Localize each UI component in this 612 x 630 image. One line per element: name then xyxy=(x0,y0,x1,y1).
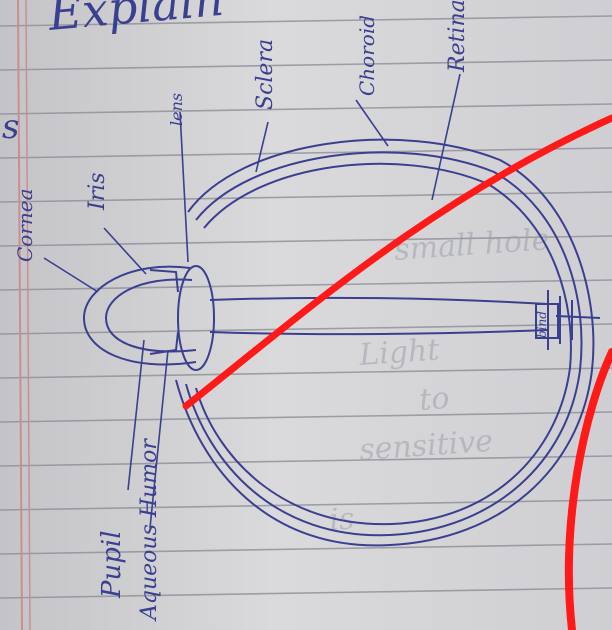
faint-text-3: to xyxy=(418,381,450,418)
ruled-line xyxy=(0,59,612,71)
blind-spot-box xyxy=(535,303,559,339)
faint-text-2: Light xyxy=(357,332,441,373)
optic-nerve xyxy=(547,290,601,350)
cornea-inner xyxy=(104,278,197,353)
margin-letter: s xyxy=(2,107,19,147)
ruled-line xyxy=(0,15,612,27)
lens-shape xyxy=(177,265,215,371)
heading-text: Explain xyxy=(45,0,225,41)
optic-axis-bottom xyxy=(209,329,549,336)
margin-line-2 xyxy=(25,0,31,630)
label-cornea: Cornea xyxy=(13,188,37,262)
ruled-lines xyxy=(0,15,612,599)
red-curve-line xyxy=(564,348,612,630)
blind-spot-label: bind xyxy=(535,311,549,338)
iris-shape xyxy=(149,269,179,355)
label-retina: Retina xyxy=(445,0,470,73)
label-aqueous-humor: Aqueous Humor xyxy=(137,438,162,622)
ruled-line xyxy=(0,147,612,159)
optic-axis-top xyxy=(209,296,549,305)
label-sclera: Sclera xyxy=(253,39,278,110)
label-iris: Iris xyxy=(85,172,110,211)
ruled-line xyxy=(0,323,612,335)
ruled-line xyxy=(0,411,612,423)
ruled-line xyxy=(0,543,612,555)
cornea-outline xyxy=(82,265,197,366)
red-annotation xyxy=(182,114,612,630)
faint-text-4: sensitive xyxy=(358,424,494,468)
label-pupil: Pupil xyxy=(97,530,127,599)
eyeball xyxy=(82,138,601,547)
label-choroid: Choroid xyxy=(355,15,379,96)
ruled-line xyxy=(0,367,612,379)
ruled-line xyxy=(0,103,612,115)
label-lens: lens xyxy=(167,93,186,126)
ruled-line xyxy=(0,279,612,291)
ruled-line xyxy=(0,587,612,599)
red-slash-line xyxy=(182,114,612,410)
choroid-outline xyxy=(185,151,583,537)
ruled-line xyxy=(0,235,612,247)
retina-outline xyxy=(195,162,572,526)
leader-lines xyxy=(43,73,461,529)
sclera-outline xyxy=(175,138,595,547)
ruled-line xyxy=(0,499,612,511)
margin-line xyxy=(17,0,23,630)
ruled-line xyxy=(0,455,612,467)
ruled-line xyxy=(0,191,612,203)
